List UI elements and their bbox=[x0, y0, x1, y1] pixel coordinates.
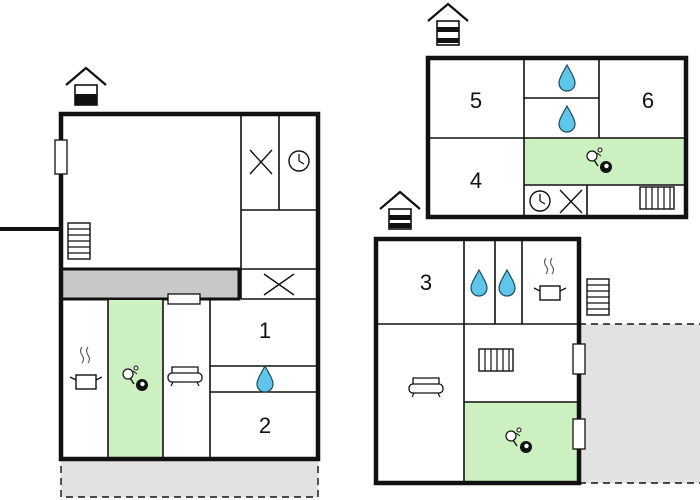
upper-right-building: 5 6 4 bbox=[425, 2, 689, 220]
stairs-icon bbox=[586, 278, 610, 316]
room-number-6: 6 bbox=[642, 88, 654, 113]
room-number-3: 3 bbox=[420, 270, 432, 295]
house-entrance-icon bbox=[427, 2, 469, 46]
clock-icon bbox=[529, 190, 551, 212]
outdoor-terrace-right bbox=[579, 324, 700, 483]
left-building: 1 2 bbox=[0, 66, 321, 498]
house-entrance-icon bbox=[65, 66, 107, 106]
sofa-icon bbox=[408, 377, 444, 398]
water-drop-icon bbox=[256, 365, 274, 393]
room-number-1: 1 bbox=[259, 318, 271, 343]
billiard-ball-icon bbox=[136, 379, 148, 391]
lower-right-interior-walls bbox=[376, 239, 579, 483]
right-window-lower bbox=[572, 418, 586, 450]
billiard-ball-icon bbox=[600, 161, 612, 173]
water-drop-icon bbox=[498, 269, 516, 297]
upper-right-interior-walls bbox=[428, 58, 686, 217]
outdoor-terrace-bottom bbox=[60, 458, 319, 498]
lower-right-outline bbox=[373, 236, 582, 486]
cooking-pot-icon bbox=[69, 346, 103, 390]
left-door-passage bbox=[167, 293, 201, 305]
recreation-area-lower bbox=[464, 402, 579, 483]
left-building-outline bbox=[58, 111, 321, 462]
lower-right-building: 3 bbox=[373, 190, 700, 486]
billiard-ball-icon bbox=[520, 441, 532, 453]
radiator-icon bbox=[639, 186, 675, 210]
appliance-x-icon bbox=[559, 189, 583, 214]
water-drop-icon bbox=[558, 64, 576, 92]
right-window-upper bbox=[572, 343, 586, 375]
radiator-icon bbox=[478, 348, 514, 372]
sofa-icon bbox=[167, 366, 203, 387]
room-number-2: 2 bbox=[259, 413, 271, 438]
left-window-top bbox=[54, 139, 68, 175]
recreation-area-left bbox=[108, 300, 163, 458]
passage-band bbox=[59, 267, 241, 301]
outdoor-terrace-right-border bbox=[579, 323, 700, 484]
room-number-4: 4 bbox=[470, 168, 482, 193]
appliance-x-icon bbox=[249, 149, 273, 175]
upper-right-outline bbox=[425, 55, 689, 220]
water-drop-icon bbox=[470, 269, 488, 297]
stairs-icon bbox=[67, 222, 91, 260]
appliance-x-icon bbox=[263, 273, 295, 296]
cooking-pot-icon bbox=[533, 257, 567, 301]
room-number-5: 5 bbox=[470, 88, 482, 113]
left-interior-walls bbox=[107, 114, 318, 459]
clock-icon bbox=[288, 150, 310, 172]
house-entrance-icon bbox=[379, 190, 421, 230]
water-drop-icon bbox=[558, 105, 576, 133]
